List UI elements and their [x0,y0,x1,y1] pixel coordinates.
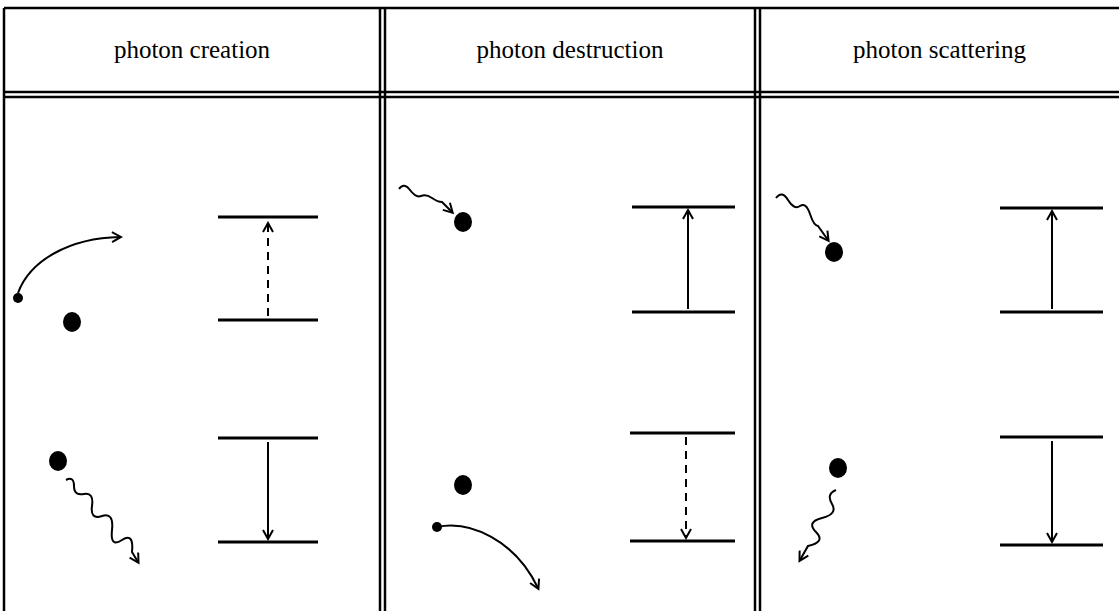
table-grid [4,8,1119,611]
column-header: photon destruction [477,36,664,64]
particles [13,212,847,532]
transition-arrows [268,211,1052,541]
column-header: photon scattering [853,36,1026,64]
photon-waves [66,186,836,562]
column-header: photon creation [114,36,270,64]
particle-paths [18,237,538,588]
energy-levels [218,207,1103,545]
